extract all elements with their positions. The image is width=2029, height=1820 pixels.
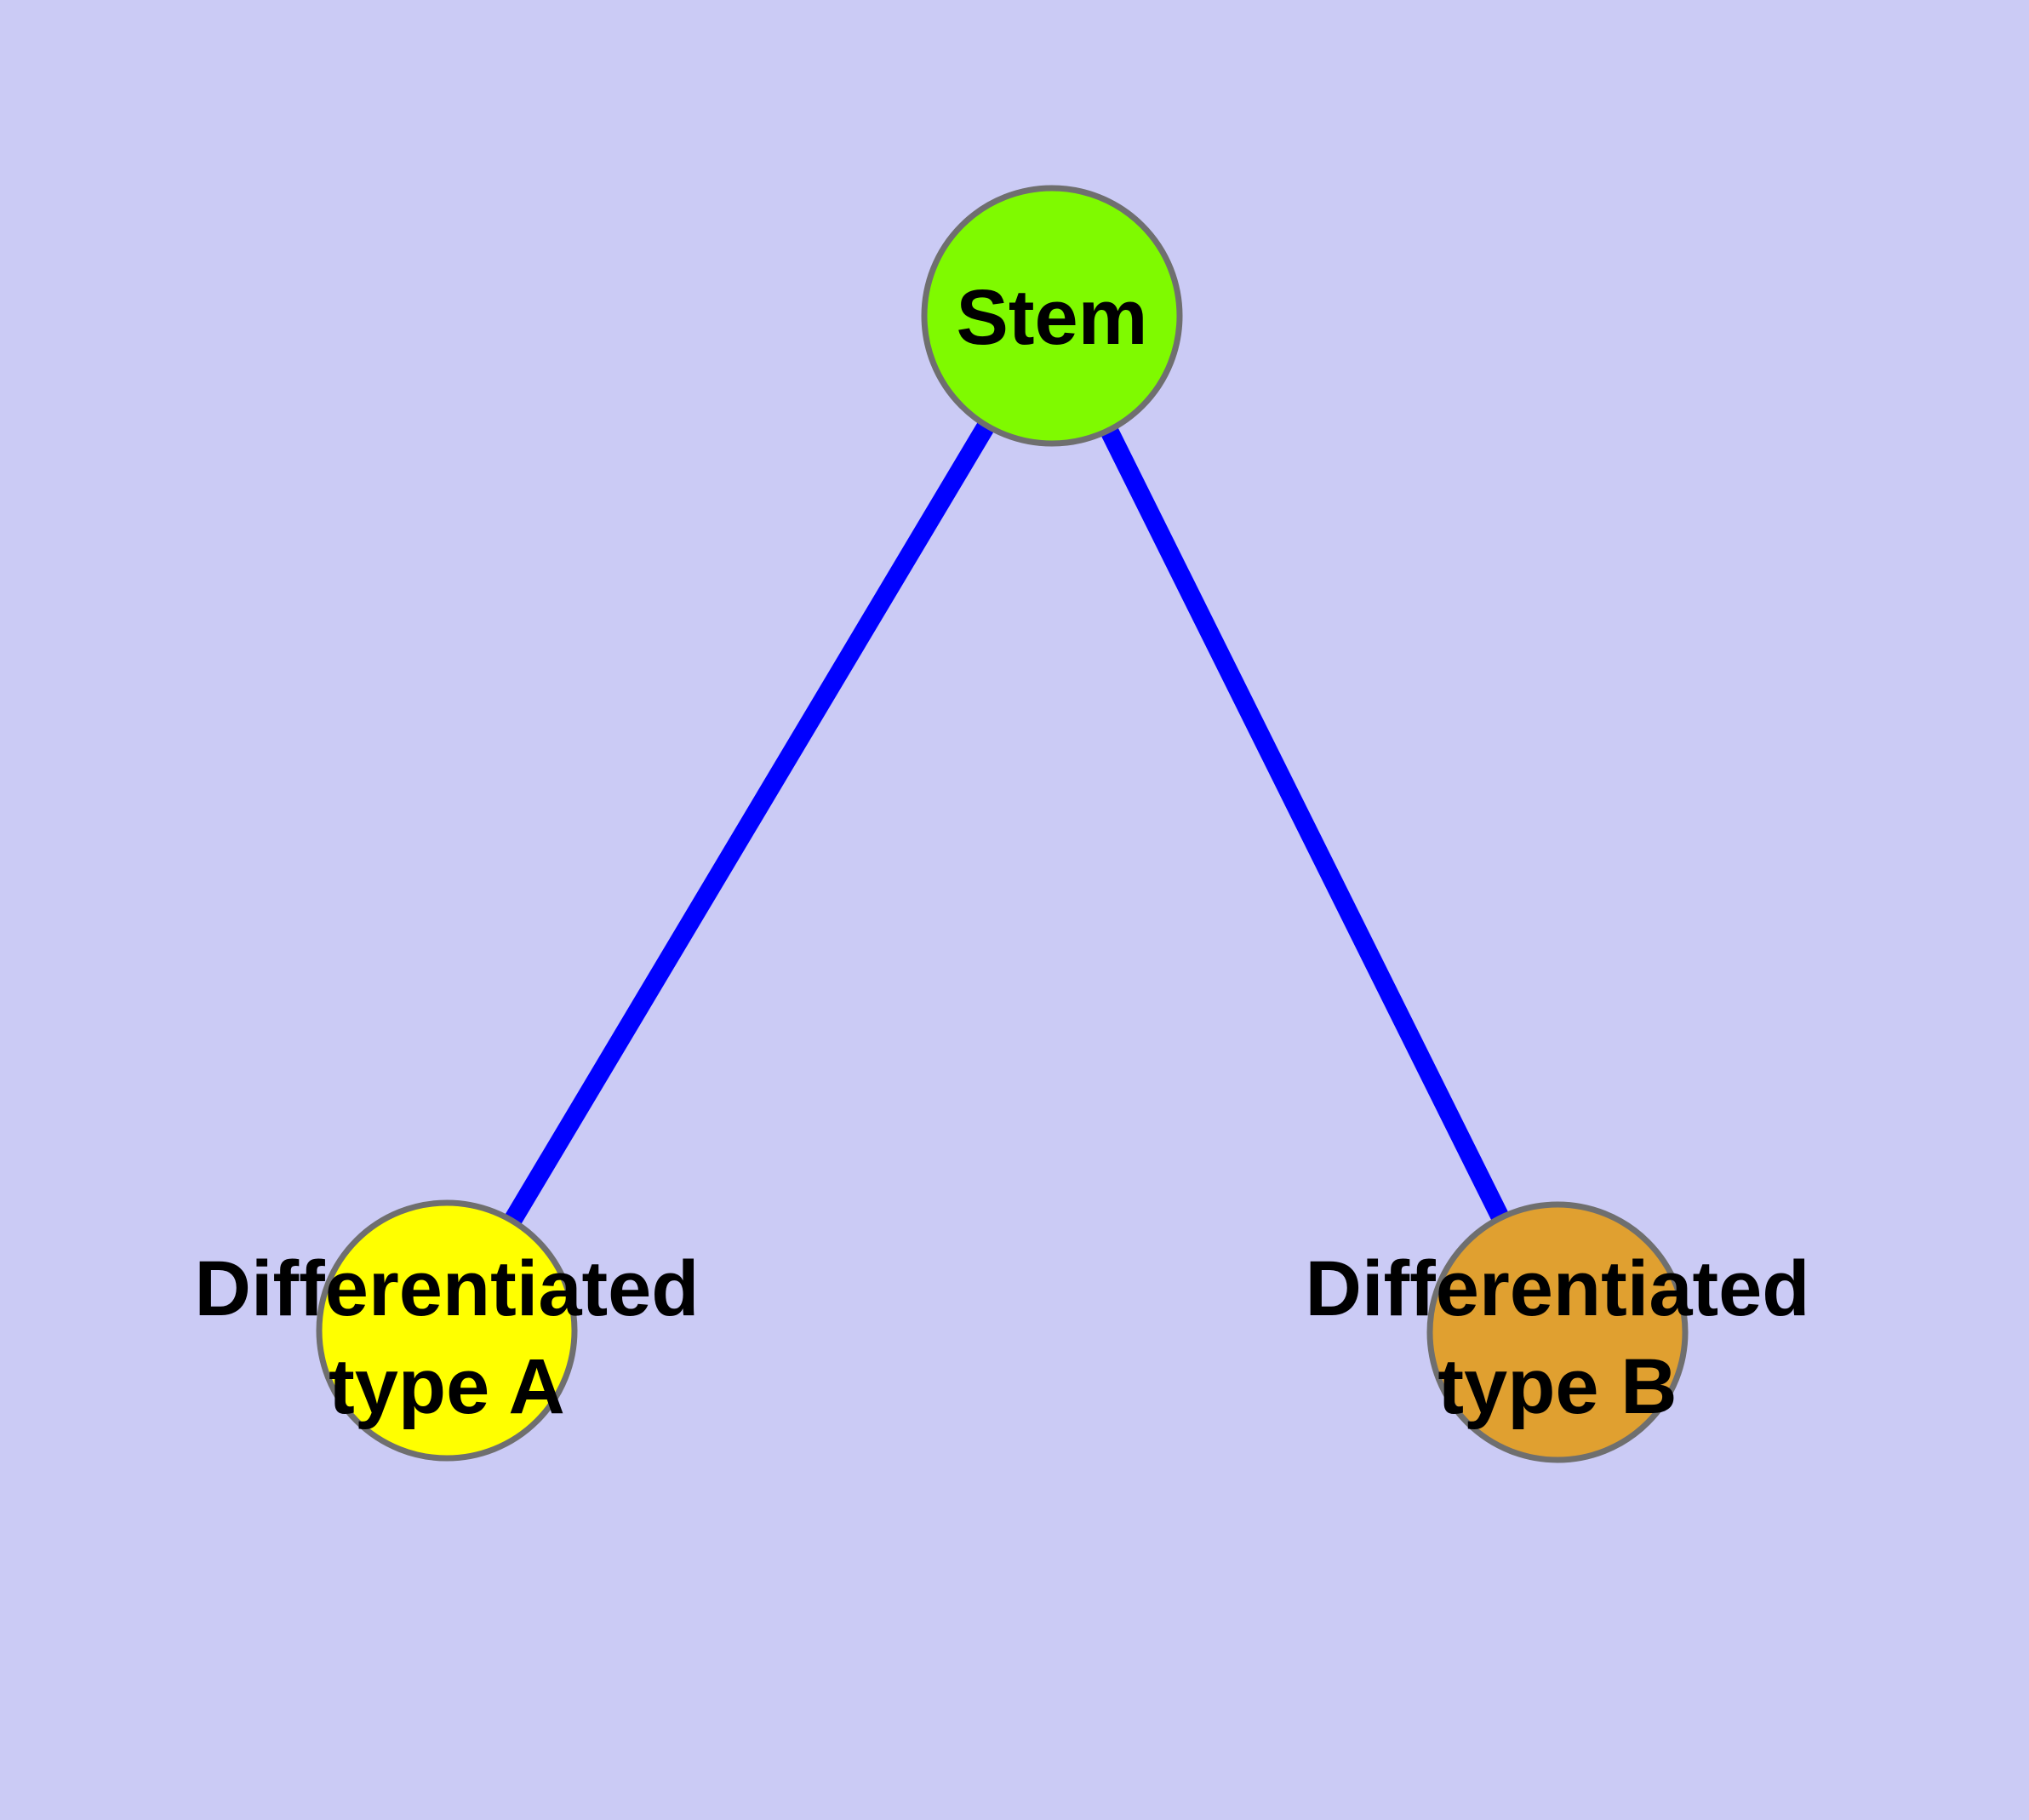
edge-stem-to-type-b (1043, 312, 1566, 1336)
node-stem (921, 185, 1183, 447)
node-differentiated-type-b (1426, 1201, 1689, 1463)
node-stem-label: Stem (957, 274, 1148, 361)
node-type-b-label-line1: Differentiated (1306, 1245, 1810, 1332)
node-type-a-label-line1: Differentiated (195, 1245, 700, 1332)
node-differentiated-type-a (316, 1199, 578, 1462)
node-type-b-label-line2: type B (1437, 1343, 1677, 1430)
node-type-a-label-line2: type A (329, 1343, 565, 1430)
edge-stem-to-type-a (438, 311, 1060, 1336)
